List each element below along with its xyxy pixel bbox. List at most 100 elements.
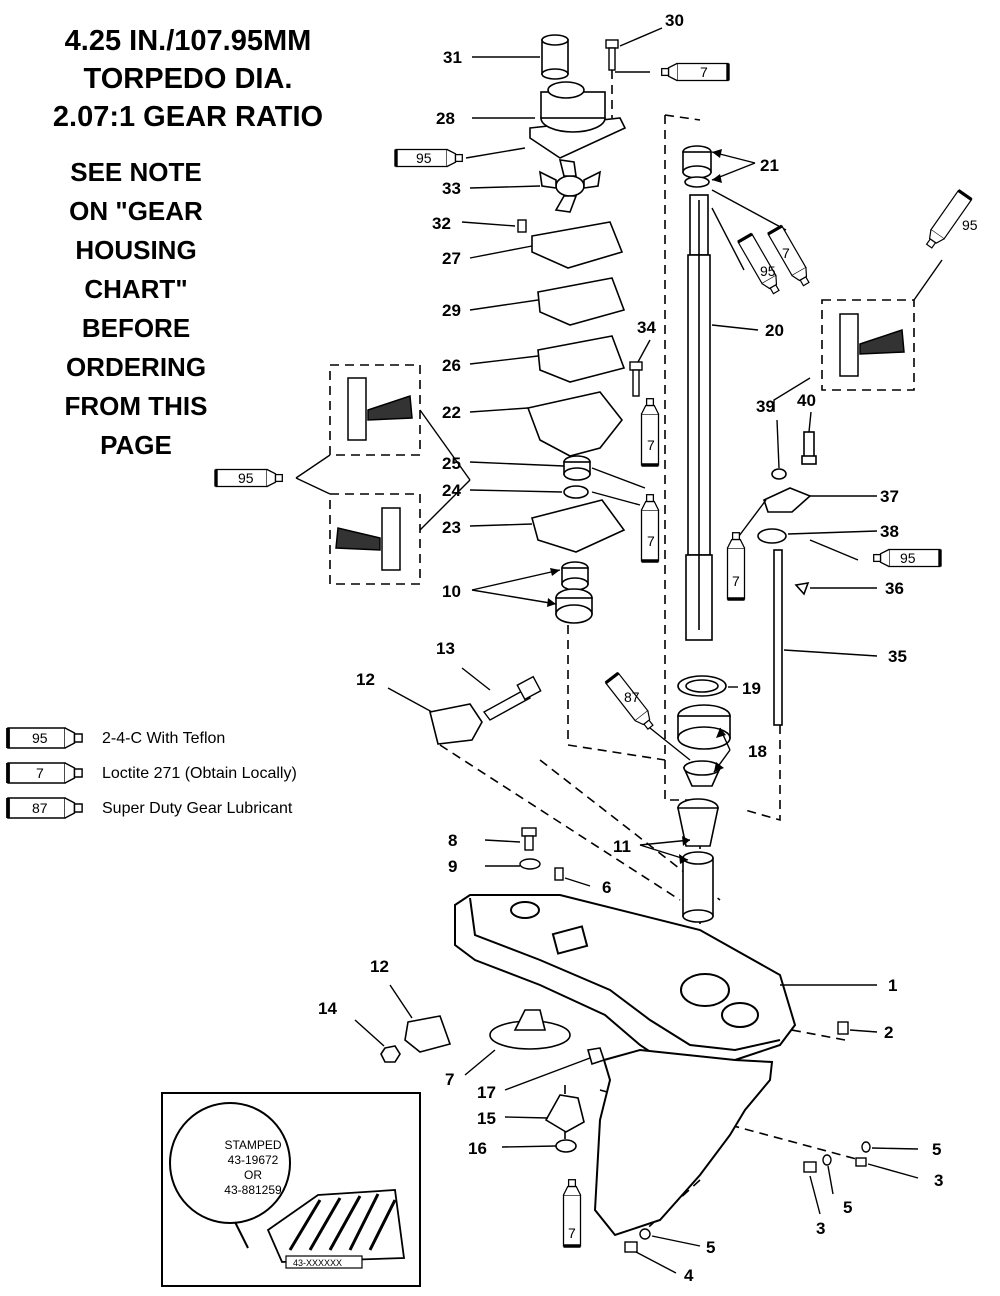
legend-code: 95: [32, 730, 48, 746]
tube-code: 7: [568, 1225, 576, 1241]
tube-code: 95: [238, 470, 254, 486]
callout-27: 27: [442, 249, 461, 268]
note-line: ORDERING: [65, 352, 207, 382]
anode-and-nut: [380, 1015, 452, 1063]
callout-38: 38: [880, 522, 899, 541]
title-line: TORPEDO DIA.: [83, 63, 293, 95]
callout-12: 12: [356, 670, 375, 689]
callout-18: 18: [748, 742, 767, 761]
callout-23: 23: [442, 518, 461, 537]
tube-code: 7: [782, 245, 790, 261]
title-line: 4.25 IN./107.95MM: [64, 25, 312, 57]
seal-carrier-parts: [555, 561, 593, 624]
stamp-note: STAMPED 43-19672 OR 43-881259: [198, 1138, 308, 1198]
callout-6: 6: [602, 878, 611, 897]
legend-text: Super Duty Gear Lubricant: [102, 800, 293, 817]
face-plate-gasket: [537, 335, 626, 383]
tube-icon: 7: [6, 761, 85, 785]
note-line: PAGE: [100, 430, 172, 460]
callout-15: 15: [477, 1109, 496, 1128]
callout-17: 17: [477, 1083, 496, 1102]
pump-screw: [605, 39, 619, 71]
ordering-note: SEE NOTE ON "GEAR HOUSING CHART" BEFORE …: [20, 153, 252, 465]
impeller: [538, 159, 602, 213]
trim-tab: [489, 1009, 571, 1050]
pump-base: [526, 391, 624, 457]
tube-code: 7: [732, 573, 740, 589]
note-line: ON "GEAR: [69, 196, 203, 226]
sealant-tube-codes: 7 95 95 7 95 95 7 7 7 95 87 7: [238, 64, 978, 1241]
callout-35: 35: [888, 647, 907, 666]
fill-screw-and-washer: [519, 827, 564, 881]
page-title: 4.25 IN./107.95MM TORPEDO DIA. 2.07:1 GE…: [18, 22, 358, 136]
callout-3: 3: [934, 1171, 943, 1190]
callout-36: 36: [885, 579, 904, 598]
callout-5: 5: [843, 1198, 852, 1217]
anode-block: [429, 703, 483, 745]
callout-28: 28: [436, 109, 455, 128]
tube-icon: 87: [6, 796, 85, 820]
note-line: HOUSING: [75, 235, 197, 265]
callout-30: 30: [665, 11, 684, 30]
callout-40: 40: [797, 391, 816, 410]
tube-code: 7: [647, 437, 655, 453]
callout-34: 34: [637, 318, 656, 337]
callout-12: 12: [370, 957, 389, 976]
note-line: BEFORE: [81, 313, 191, 343]
water-pump-housing: [529, 81, 627, 159]
pump-base-screw: [629, 361, 643, 397]
callout-29: 29: [442, 301, 461, 320]
driveshaft-bushing: [682, 145, 712, 188]
callout-7: 7: [445, 1070, 454, 1089]
pinion-gear-parts: [544, 1047, 606, 1153]
tube-code: 95: [760, 263, 776, 279]
shift-shaft: [773, 549, 783, 726]
callout-31: 31: [443, 48, 462, 67]
tube-code: 7: [647, 533, 655, 549]
callout-14: 14: [318, 999, 337, 1018]
callout-26: 26: [442, 356, 461, 375]
callout-37: 37: [880, 487, 899, 506]
callout-39: 39: [756, 397, 775, 416]
callout-20: 20: [765, 321, 784, 340]
callout-10: 10: [442, 582, 461, 601]
callout-22: 22: [442, 403, 461, 422]
callout-33: 33: [442, 179, 461, 198]
seal-tool-icons: [335, 313, 905, 571]
callout-25: 25: [442, 454, 461, 473]
callout-19: 19: [742, 679, 761, 698]
tube-code: 95: [416, 150, 432, 166]
note-line: SEE NOTE: [70, 157, 202, 187]
part-callouts: 31 30 28 33 32 27 29 26 22 25 24 23 10 2…: [318, 11, 943, 1285]
pump-face-plate: [537, 277, 626, 326]
shift-shaft-parts: [757, 431, 817, 596]
gear-housing: [454, 894, 797, 1237]
callout-1: 1: [888, 976, 897, 995]
callout-8: 8: [448, 831, 457, 850]
callout-2: 2: [884, 1023, 893, 1042]
legend-text: Loctite 271 (Obtain Locally): [102, 765, 297, 782]
callout-9: 9: [448, 857, 457, 876]
trim-tab-bolt: [482, 675, 542, 721]
drain-screws-and-washers: [624, 1021, 871, 1253]
callout-3: 3: [816, 1219, 825, 1238]
callout-16: 16: [468, 1139, 487, 1158]
note-line: CHART": [84, 274, 188, 304]
callout-21: 21: [760, 156, 779, 175]
driveshaft-bearing: [677, 675, 731, 787]
driveshaft-sleeve: [677, 798, 719, 923]
legend-code: 7: [36, 765, 44, 781]
callout-5: 5: [932, 1140, 941, 1159]
legend-text: 2-4-C With Teflon: [102, 730, 226, 747]
spacer-sleeve: [541, 34, 569, 80]
stamp-line: 43-881259: [224, 1183, 282, 1197]
gear-marking: 43-XXXXXX: [293, 1258, 342, 1268]
stamped-gear-inset: 43-XXXXXX: [161, 1092, 421, 1287]
callout-11: 11: [613, 837, 631, 856]
callout-5: 5: [706, 1238, 715, 1257]
impeller-key: [517, 219, 527, 233]
callout-arrowheads: [547, 149, 726, 864]
callout-13: 13: [436, 639, 455, 658]
stamp-line: STAMPED: [224, 1138, 282, 1152]
